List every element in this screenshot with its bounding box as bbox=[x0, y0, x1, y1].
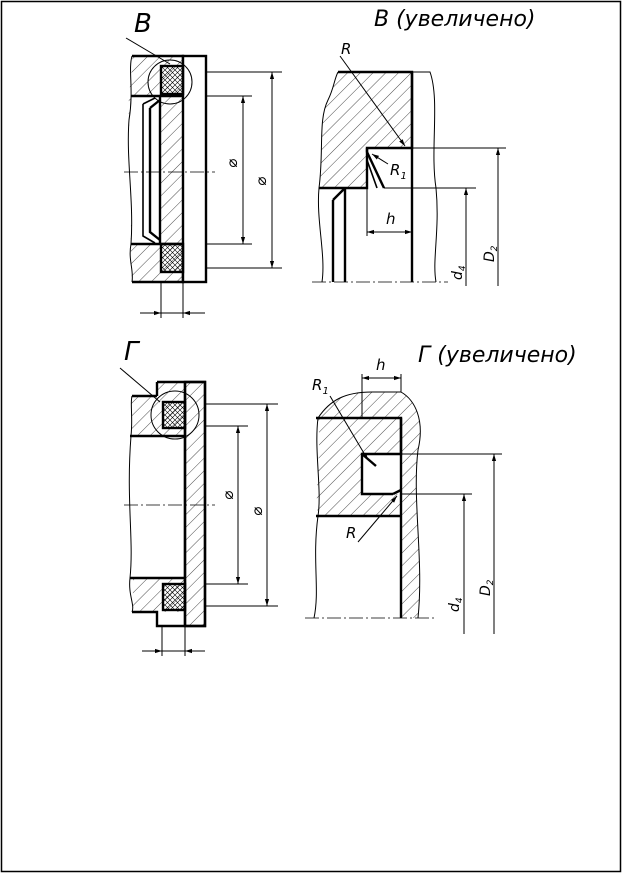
view-v-groove bbox=[146, 98, 160, 244]
view-g: ⌀ ⌀ Г bbox=[119, 337, 278, 656]
view-g-detail-circle bbox=[150, 390, 200, 440]
view-v-zoom-r1-label: R1 bbox=[390, 161, 407, 182]
view-g-inner-diameter-label: ⌀ bbox=[219, 491, 237, 500]
view-g-outer-diameter-label: ⌀ bbox=[248, 507, 266, 516]
view-v-zoom-r-label: R bbox=[341, 40, 351, 58]
view-v-oring-top bbox=[159, 64, 185, 96]
view-v-zoom-d4-label: d4 bbox=[450, 265, 468, 280]
view-v-zoom-h-label: h bbox=[386, 210, 396, 228]
view-g-zoom-r1-label: R1 bbox=[312, 376, 329, 397]
view-v-zoom: R R1 h d4 D2 В (увеличено) bbox=[312, 7, 536, 286]
view-v-oring-bottom bbox=[159, 242, 185, 274]
view-v-label: В bbox=[134, 9, 152, 39]
view-g-bore bbox=[128, 436, 185, 578]
view-g-zoom-h-label: h bbox=[376, 356, 386, 374]
view-v-bar bbox=[183, 56, 206, 282]
view-g-zoom-shaft bbox=[401, 392, 421, 618]
view-g-oring-top bbox=[161, 400, 187, 430]
view-v-outer-diameter-label: ⌀ bbox=[252, 177, 270, 186]
view-v-zoom-housing bbox=[319, 72, 412, 188]
view-g-oring-bottom bbox=[161, 582, 187, 612]
view-g-zoom-label: Г (увеличено) bbox=[418, 343, 577, 368]
view-g-shaft bbox=[185, 382, 205, 626]
view-g-zoom-r-label: R bbox=[346, 524, 356, 542]
view-v-detail-circle bbox=[147, 59, 193, 105]
view-g-zoom: h R1 R d4 D2 Г (увеличено) bbox=[305, 343, 577, 634]
view-g-zoom-d2-label: D2 bbox=[478, 579, 496, 596]
view-g-label: Г bbox=[124, 337, 141, 367]
view-g-zoom-housing bbox=[316, 392, 401, 516]
view-g-zoom-d4-label: d4 bbox=[447, 597, 465, 612]
view-v-zoom-d2-label: D2 bbox=[482, 245, 500, 262]
view-v: ⌀ ⌀ В bbox=[124, 9, 282, 318]
view-v-inner-diameter-label: ⌀ bbox=[223, 159, 241, 168]
view-v-zoom-label: В (увеличено) bbox=[374, 7, 536, 32]
